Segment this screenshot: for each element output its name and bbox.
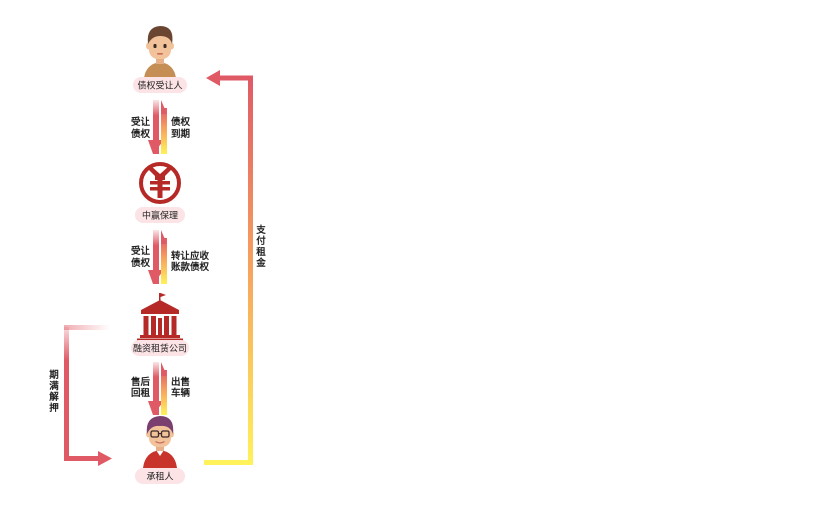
node-label: 中赢保理	[142, 210, 178, 222]
release-path-icon	[64, 325, 112, 466]
release-label-char: 解	[49, 391, 59, 403]
node-pill	[133, 77, 187, 93]
node-label: 债权受让人	[137, 80, 182, 92]
edge-left-label-line1: 受让	[131, 245, 151, 257]
edge-assignee-factoring: 受让 债权 债权 到期	[131, 100, 191, 154]
edge-rent: 支 付 租 金	[204, 70, 266, 465]
edge-right-label-line1: 出售	[171, 376, 190, 388]
node-assignee: 债权受让人	[133, 26, 187, 93]
edge-right-label-line2: 账款债权	[170, 261, 210, 273]
edge-left-label-line2: 债权	[131, 257, 151, 269]
release-label-char: 期	[49, 369, 59, 381]
arrow-down-icon	[148, 362, 164, 415]
edge-left-label-line1: 受让	[131, 116, 151, 128]
edge-right-label-line2: 到期	[171, 128, 190, 140]
edge-right-label-line2: 车辆	[171, 387, 191, 399]
edge-left-label-line2: 回租	[131, 387, 151, 399]
rent-label-char: 租	[256, 246, 266, 258]
node-pill	[131, 340, 189, 356]
factoring-logo-icon	[139, 162, 181, 204]
arrow-up-icon	[161, 362, 167, 415]
rent-path-icon	[204, 70, 253, 465]
edge-left-label-line2: 债权	[131, 128, 151, 140]
rent-label-char: 付	[256, 235, 266, 247]
arrow-up-icon	[161, 230, 167, 284]
node-leasing: 融资租赁公司	[131, 293, 189, 356]
edge-leasing-lessee: 售后 回租 出售 车辆	[131, 362, 191, 415]
arrow-down-icon	[148, 230, 164, 284]
node-pill	[135, 468, 185, 484]
edge-factoring-leasing: 受让 债权 转让应收 账款债权	[131, 230, 210, 284]
bank-building-icon	[137, 293, 183, 342]
release-label-char: 押	[49, 402, 59, 414]
rent-label-char: 金	[255, 257, 266, 269]
person-brown-hair-icon	[144, 26, 176, 78]
release-label-char: 满	[49, 380, 59, 392]
node-label: 承租人	[146, 472, 173, 483]
person-glasses-icon	[143, 416, 177, 468]
edge-right-label-line1: 债权	[171, 116, 191, 128]
node-factoring: 中赢保理	[135, 162, 185, 223]
arrow-down-icon	[148, 100, 164, 154]
node-label: 融资租赁公司	[133, 343, 187, 355]
edge-left-label-line1: 售后	[131, 376, 151, 388]
arrow-up-icon	[161, 100, 167, 154]
rent-label-char: 支	[255, 224, 266, 236]
node-pill	[135, 207, 185, 223]
node-lessee: 承租人	[135, 416, 185, 484]
edge-right-label-line1: 转让应收	[171, 250, 210, 262]
edge-release: 期 满 解 押	[49, 325, 112, 466]
